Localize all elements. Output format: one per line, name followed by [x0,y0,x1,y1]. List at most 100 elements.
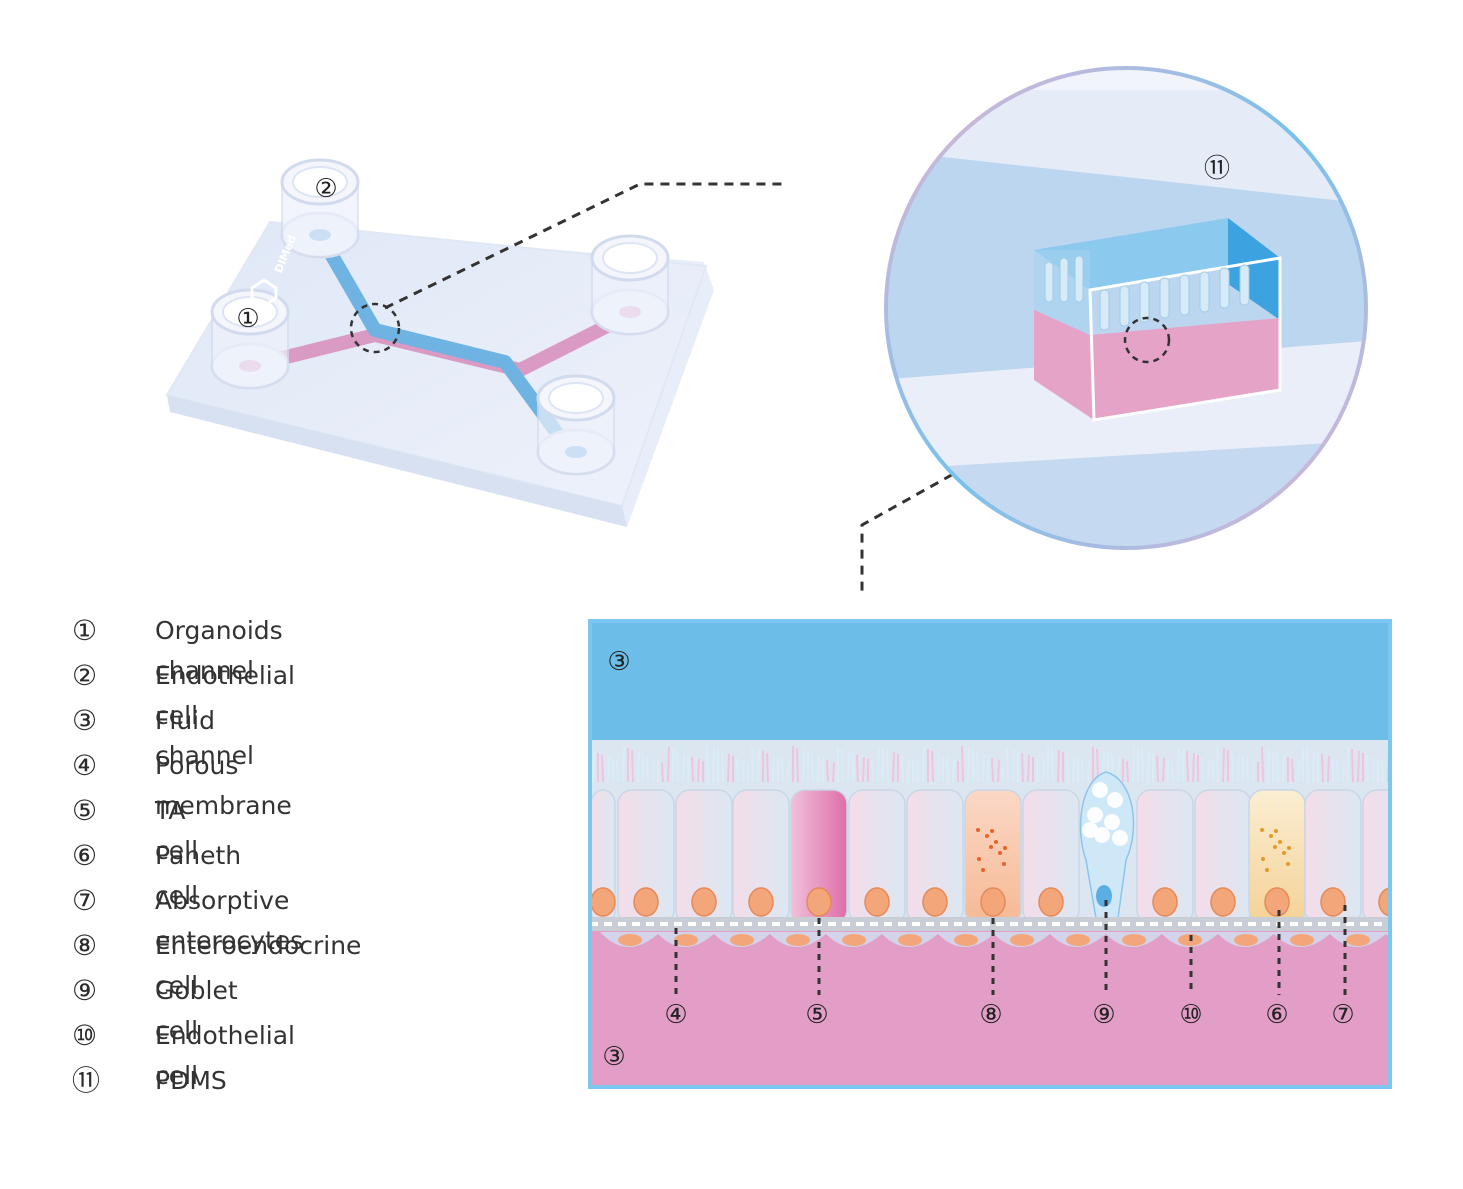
nucleus [633,887,659,917]
microvillus [1141,749,1144,783]
granule [1003,846,1007,850]
marker-7: ⑦ [1331,1000,1354,1030]
legend-number: ⑤ [72,794,98,827]
microvillus [1186,750,1189,783]
granule [1265,868,1269,872]
granule [985,834,989,838]
microvillus [766,752,769,783]
microvillus [601,754,604,783]
microvillus [1042,760,1045,783]
microvillus [652,757,655,783]
nucleus [806,887,832,917]
microvillus [847,750,850,783]
nucleus [1122,934,1146,946]
microvillus [892,751,895,783]
microvillus [1312,749,1315,783]
zoom-circle-chip [349,302,401,354]
endothelial-layer [600,932,1426,947]
microvillus [1357,750,1360,783]
nucleus [954,934,978,946]
epithelial-cells [590,771,1390,925]
nucleus [748,887,774,917]
mucus-granule [1094,827,1110,843]
microvillus [757,748,760,783]
mucus-granule [1087,807,1103,823]
microvillus [1366,754,1369,783]
microvillus [1276,752,1279,783]
nucleus [1066,934,1090,946]
legend-number: ② [72,659,98,692]
microvillus [736,757,739,783]
marker-10: ⑩ [1179,1000,1202,1030]
legend-label: Endothelial cell channel [155,661,295,770]
microvillus [1351,748,1354,783]
microvillus [607,756,610,783]
microvillus [1192,752,1195,783]
cell-panel [588,619,1426,1089]
microvillus [1006,746,1009,783]
microvillus [772,754,775,783]
granule [1273,845,1277,849]
nucleus [1038,887,1064,917]
microvillus [1207,758,1210,783]
microvillus [1327,755,1330,783]
microvillus [1342,761,1345,783]
nucleus [1346,934,1370,946]
nucleus [980,887,1006,917]
microvillus [592,750,595,783]
indicator-lines [674,900,1347,995]
nucleus [1290,934,1314,946]
nucleus [1402,934,1426,946]
nucleus [1152,887,1178,917]
legend-label: Fluid [155,706,215,735]
microvillus [931,750,934,783]
microvillus [742,759,745,783]
nucleus [590,887,616,917]
microvillus [682,752,685,783]
mucus-granule [1112,830,1128,846]
microvillus [802,749,805,783]
microvillus [862,756,865,783]
microvillus [667,746,670,783]
microvilli [592,745,1390,783]
legend-label: Endothelial cell [155,1021,295,1090]
microvillus [832,761,835,783]
nucleus [842,934,866,946]
legend-number: ⑪ [72,1064,101,1097]
microvillus [1036,758,1039,783]
microvillus [661,761,664,783]
granule [1278,840,1282,844]
legend-number: ① [72,614,98,647]
endothelial-cell [1384,932,1390,938]
legend-label: TA cell [155,796,199,865]
microvillus [727,753,730,783]
mucus-granule [1082,822,1098,838]
microvillus [1021,752,1024,783]
microvillus [961,745,964,783]
microvillus [1156,755,1159,783]
zoom-circle-cells [1123,316,1171,364]
microvillus [811,753,814,783]
granule [1274,829,1278,833]
microvillus [982,753,985,783]
marker-8: ⑧ [979,1000,1002,1030]
microvillus [1072,755,1075,783]
legend-label: Enteroendocrine cell [155,931,362,1000]
granule [989,845,993,849]
nucleus [1264,887,1290,917]
microvillus [946,756,949,783]
granule [994,840,998,844]
endothelial-channel [313,228,575,455]
granule [1002,862,1006,866]
microvillus [1012,748,1015,783]
microvillus [1336,759,1339,783]
granule [998,851,1002,855]
microvillus [706,745,709,783]
nucleus [1210,887,1236,917]
microvillus [1081,759,1084,783]
marker-3-top: ③ [607,647,630,677]
microvillus [1027,754,1030,783]
microvillus [1291,758,1294,783]
legend-number: ⑧ [72,929,98,962]
